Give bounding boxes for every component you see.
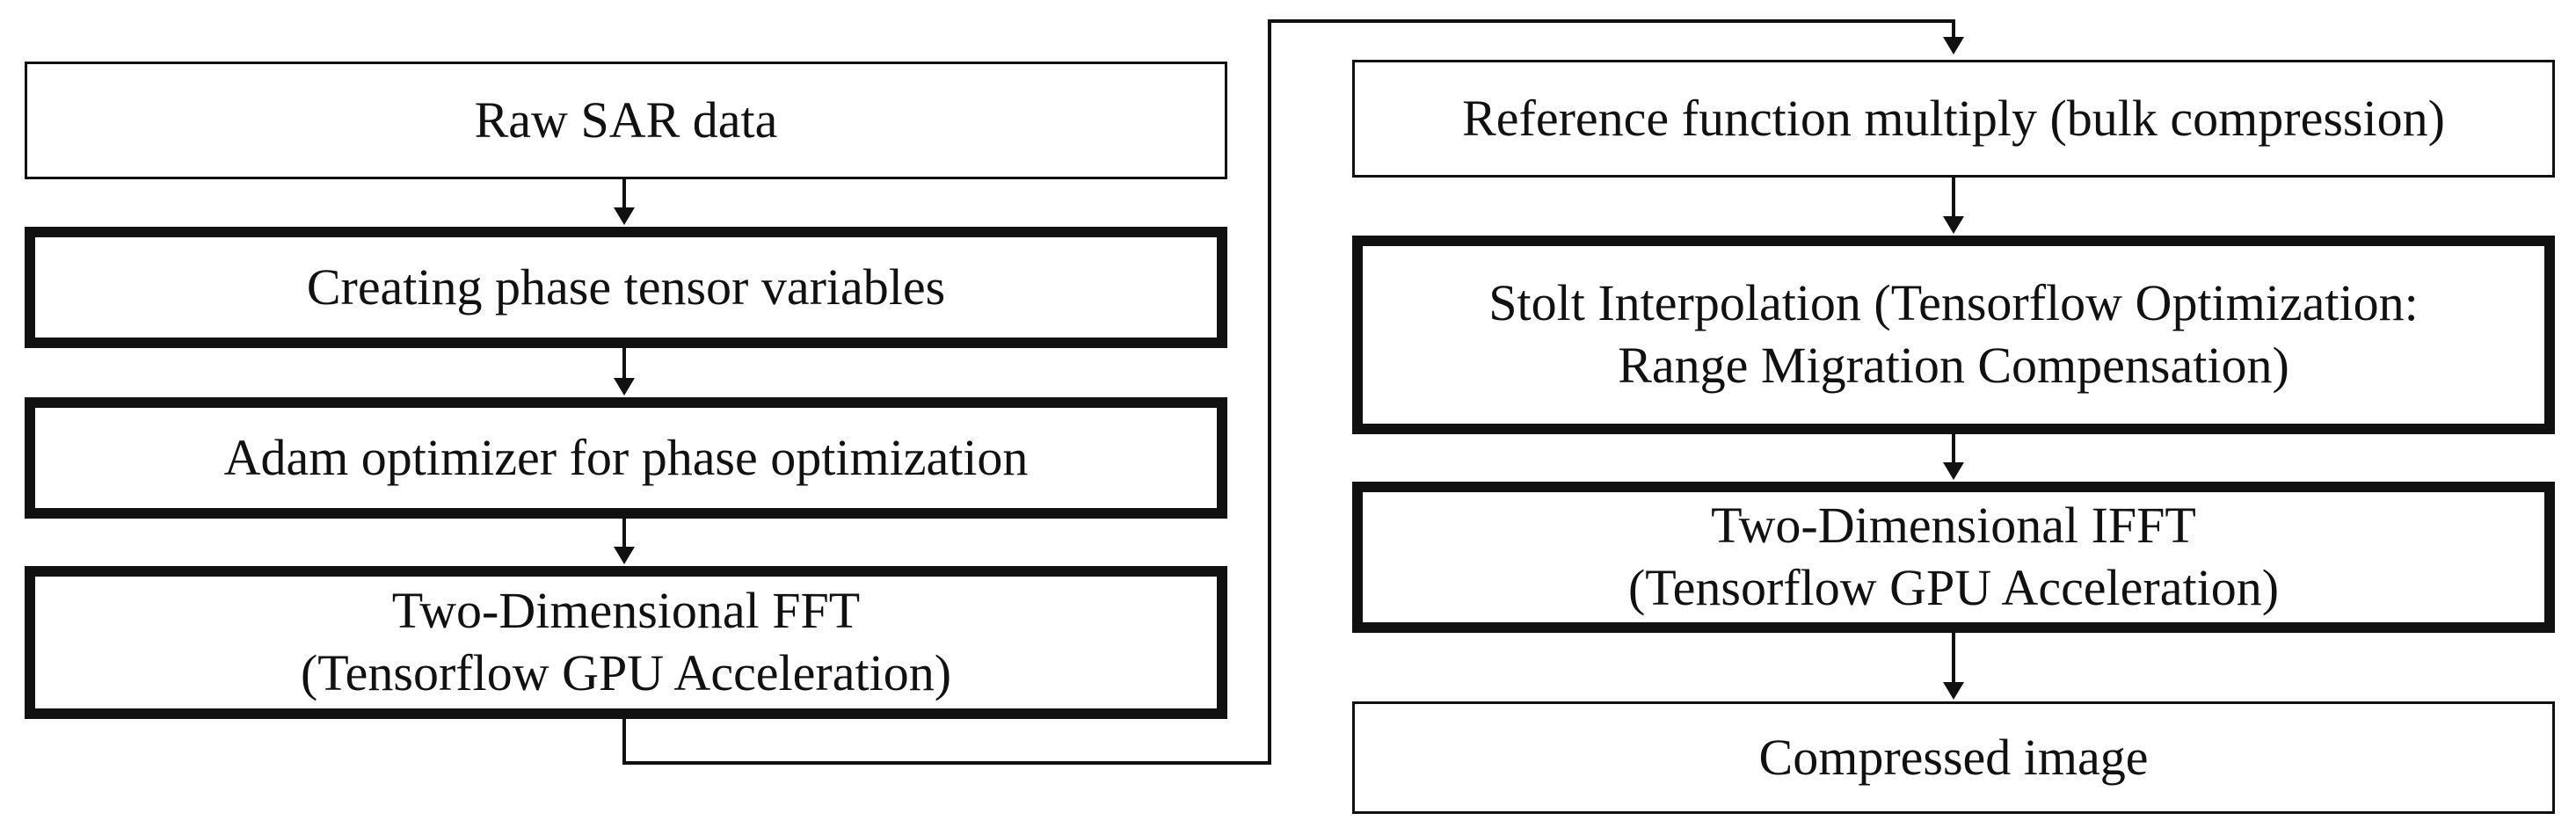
arrowhead-fft-to-reference bbox=[1943, 37, 1964, 54]
arrowhead-reference-to-stolt bbox=[1943, 216, 1964, 234]
node-stolt-interpolation-line-1: Stolt Interpolation (Tensorflow Optimiza… bbox=[1488, 274, 2419, 332]
node-two-dimensional-ifft-line-2: (Tensorflow GPU Acceleration) bbox=[1627, 559, 2280, 616]
node-creating-phase-tensor: Creating phase tensor variables bbox=[25, 227, 1227, 348]
node-two-dimensional-fft-line-1: Two-Dimensional FFT bbox=[391, 582, 861, 640]
node-compressed-image-label: Compressed image bbox=[1758, 728, 2149, 786]
node-stolt-interpolation-line-2: Range Migration Compensation) bbox=[1618, 337, 2289, 394]
arrowhead-phase-to-adam bbox=[614, 378, 635, 396]
node-raw-sar-data-label: Raw SAR data bbox=[474, 91, 778, 149]
arrowhead-raw-to-phase bbox=[614, 207, 635, 225]
node-two-dimensional-ifft: Two-Dimensional IFFT (Tensorflow GPU Acc… bbox=[1352, 482, 2555, 633]
node-compressed-image: Compressed image bbox=[1352, 701, 2555, 814]
node-adam-optimizer-label: Adam optimizer for phase optimization bbox=[223, 428, 1029, 486]
node-adam-optimizer: Adam optimizer for phase optimization bbox=[25, 397, 1227, 519]
arrowhead-ifft-to-compressed bbox=[1943, 682, 1964, 700]
node-two-dimensional-fft: Two-Dimensional FFT (Tensorflow GPU Acce… bbox=[25, 566, 1227, 719]
node-two-dimensional-fft-line-2: (Tensorflow GPU Acceleration) bbox=[300, 644, 952, 701]
arrowhead-adam-to-fft bbox=[614, 547, 635, 564]
node-reference-function-multiply-label: Reference function multiply (bulk compre… bbox=[1462, 89, 2445, 147]
node-two-dimensional-ifft-line-1: Two-Dimensional IFFT bbox=[1711, 497, 2196, 555]
node-reference-function-multiply: Reference function multiply (bulk compre… bbox=[1352, 60, 2555, 178]
arrowhead-stolt-to-ifft bbox=[1943, 462, 1964, 480]
node-raw-sar-data: Raw SAR data bbox=[25, 62, 1227, 179]
node-stolt-interpolation: Stolt Interpolation (Tensorflow Optimiza… bbox=[1352, 236, 2555, 434]
node-creating-phase-tensor-label: Creating phase tensor variables bbox=[306, 258, 946, 316]
